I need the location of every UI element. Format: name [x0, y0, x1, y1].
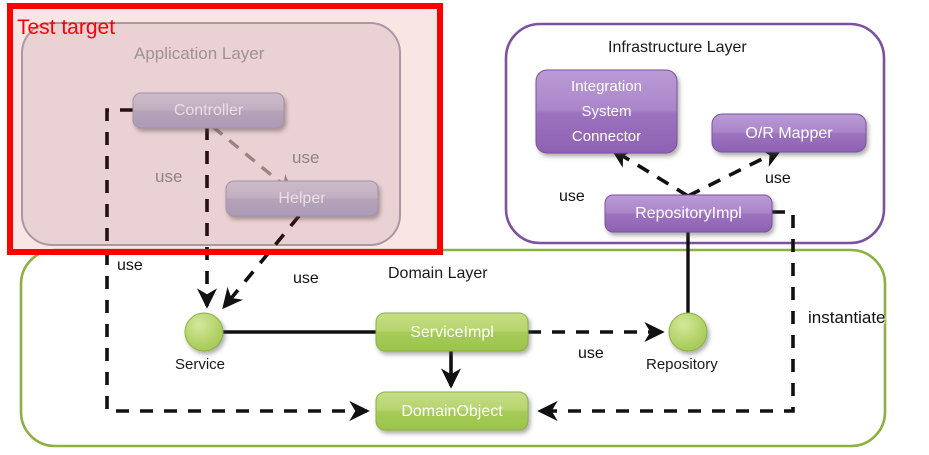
node-service-label: Service [175, 356, 226, 373]
edge-repositoryimpl-to-connector [610, 148, 689, 198]
edge-repositoryimpl-instantiate-domainobject [537, 210, 795, 422]
edge-label-instantiate: instantiate [808, 308, 886, 327]
node-or-mapper[interactable] [711, 113, 867, 153]
node-domain-object[interactable] [375, 391, 529, 431]
edge-label-use-repositoryimpl-ormapper: use [765, 170, 791, 187]
edge-repositoryimpl-to-ormapper [687, 148, 783, 198]
node-repository-impl[interactable] [604, 194, 773, 233]
node-controller[interactable] [132, 92, 285, 129]
infrastructure-layer-title: Infrastructure Layer [608, 39, 747, 56]
node-service-impl[interactable] [375, 312, 529, 352]
node-repository-label: Repository [646, 356, 718, 373]
node-helper[interactable] [225, 180, 379, 217]
edge-label-use-helper-service: use [293, 270, 319, 287]
node-service-interface[interactable] [184, 312, 224, 352]
edge-label-use-controller-helper: use [292, 148, 320, 167]
test-target-highlight-overlay [7, 3, 443, 255]
domain-layer-title: Domain Layer [388, 265, 488, 282]
edge-label-use-controller-domainobject: use [117, 257, 143, 274]
node-integration-system-connector[interactable] [535, 69, 678, 154]
edge-helper-to-service [222, 214, 301, 310]
node-repository-interface[interactable] [668, 312, 708, 352]
edge-label-use-serviceimpl-repository: use [578, 345, 604, 362]
test-target-annotation: Test target [17, 16, 116, 39]
edge-label-use-controller-service: use [155, 167, 183, 186]
edge-controller-to-domainobject [105, 108, 370, 422]
edge-label-use-repositoryimpl-connector: use [559, 188, 585, 205]
application-layer-title: Application Layer [134, 44, 265, 63]
